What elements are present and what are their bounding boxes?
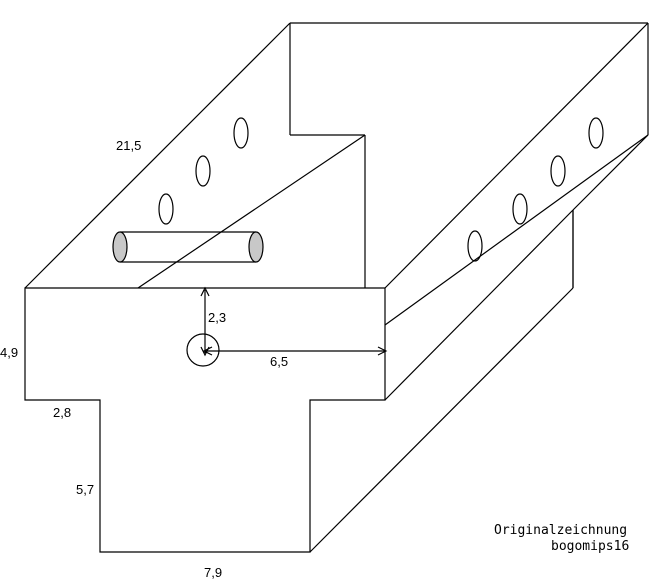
dim-base-width-label: 7,9: [204, 565, 222, 580]
hole-icon: [588, 117, 604, 149]
credit-line-2: bogomips16: [551, 539, 629, 554]
pin-end-icon: [248, 231, 264, 263]
hole-icon: [512, 193, 528, 225]
pin-end-icon: [112, 231, 128, 263]
dim-stem-height-label: 5,7: [76, 482, 94, 497]
hole-icon: [233, 117, 249, 149]
dim-hole-depth-label: 2,3: [208, 310, 226, 325]
hole-icon: [195, 155, 211, 187]
hole-icon: [467, 230, 483, 262]
dim-length-label: 21,5: [116, 138, 141, 153]
hole-icon: [158, 193, 174, 225]
left-holes: [158, 117, 249, 225]
front-face-profile: [24, 287, 386, 553]
dim-flange-label: 2,8: [53, 405, 71, 420]
hole-icon: [550, 155, 566, 187]
front-hole-circle: [186, 333, 220, 367]
dim-hole-offset-label: 6,5: [270, 354, 288, 369]
right-holes: [467, 117, 604, 262]
dimension-arrows: [200, 286, 388, 357]
block-outline: [24, 22, 649, 553]
dim-height-top-label: 4,9: [0, 345, 18, 360]
pin-cylinder: [112, 231, 264, 263]
credit-line-1: Originalzeichnung: [494, 523, 627, 538]
